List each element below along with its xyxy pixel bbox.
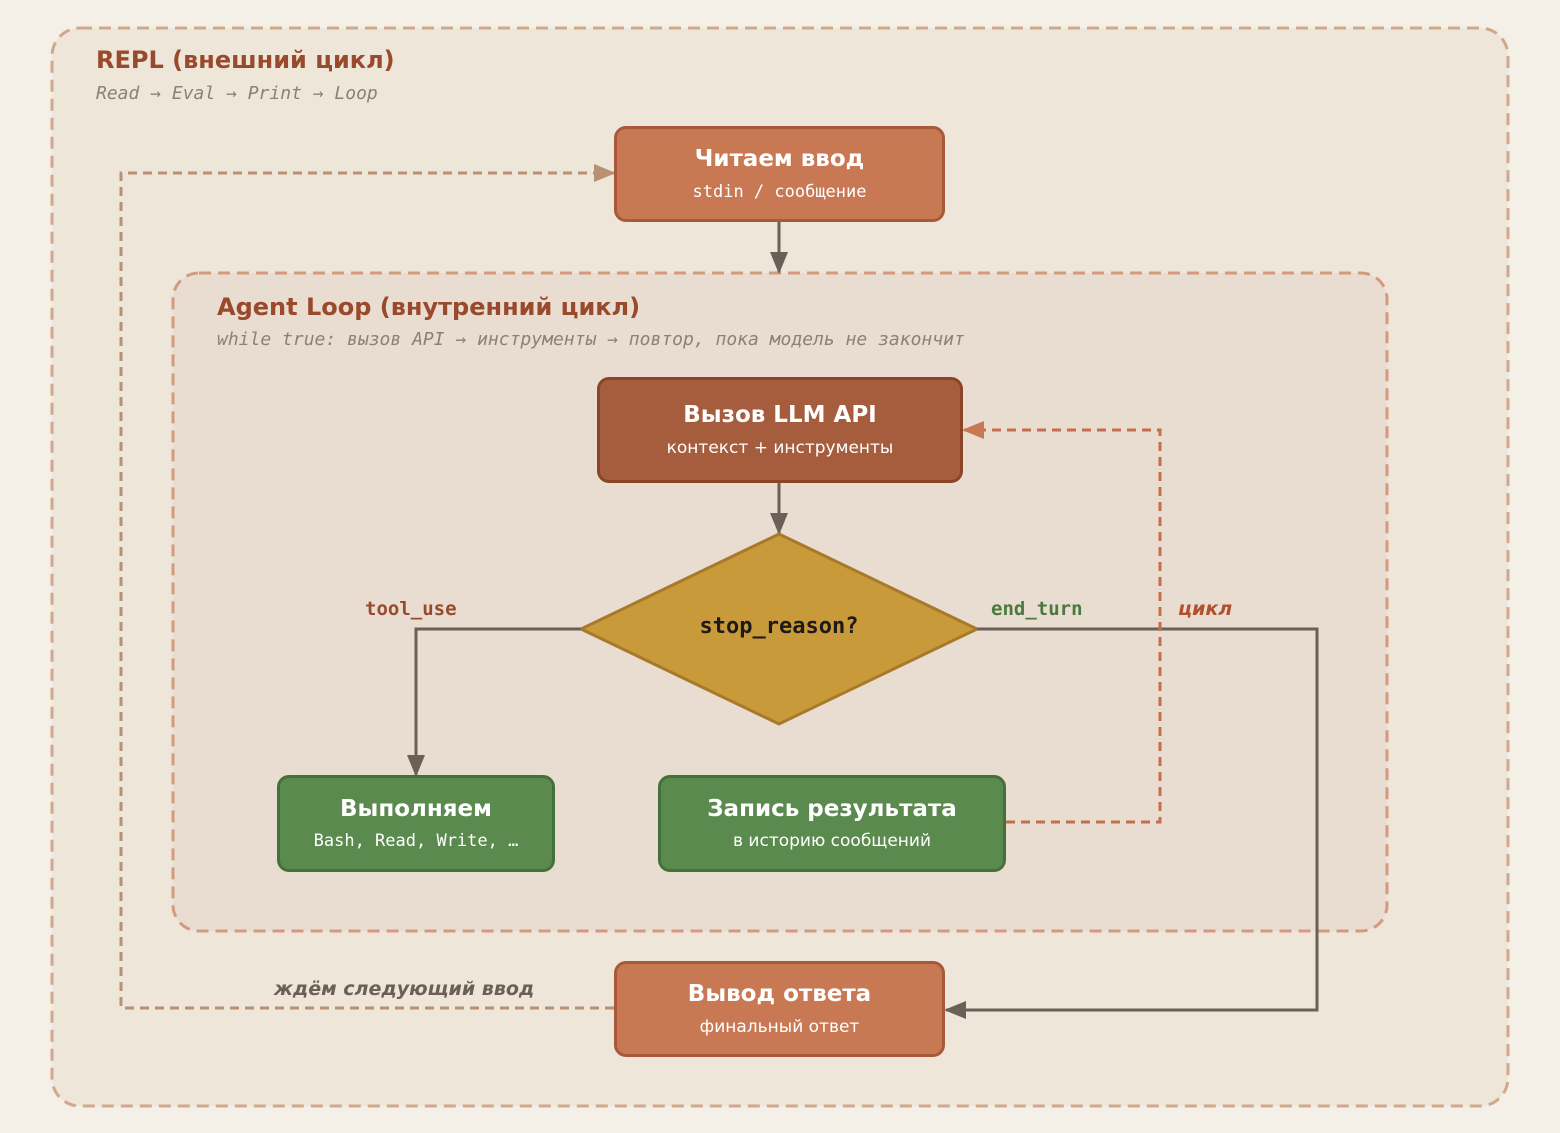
node-execute-subtitle: Bash, Read, Write, … [313, 831, 519, 852]
node-output-subtitle: финальный ответ [699, 1016, 860, 1037]
outer-frame-subtitle: Read → Eval → Print → Loop [96, 83, 378, 104]
arrow-cycle-loop [962, 421, 1162, 824]
node-llm-call-title: Вызов LLM API [683, 402, 877, 428]
node-output: Вывод ответа финальный ответ [614, 961, 945, 1057]
arrow-tool-use [407, 627, 581, 777]
decision-diamond [577, 532, 981, 726]
outer-frame-title: REPL (внешний цикл) [96, 46, 395, 74]
edge-label-cycle: цикл [1178, 598, 1233, 620]
inner-frame-subtitle: while true: вызов API → инструменты → по… [217, 329, 965, 350]
node-record-result-title: Запись результата [707, 795, 957, 822]
node-output-title: Вывод ответа [687, 981, 872, 1007]
node-read-input: Читаем ввод stdin / сообщение [614, 126, 945, 222]
node-llm-call-subtitle: контекст + инструменты [666, 437, 894, 458]
inner-frame-title: Agent Loop (внутренний цикл) [217, 293, 641, 321]
decision-label: stop_reason? [699, 614, 859, 639]
node-execute-title: Выполняем [340, 795, 492, 822]
node-llm-call: Вызов LLM API контекст + инструменты [597, 377, 963, 483]
arrow-end-turn [944, 627, 1319, 1019]
arrow-wait-next-input [119, 164, 616, 1010]
edge-label-wait-next: ждём следующий ввод [274, 978, 535, 1000]
node-record-result-subtitle: в историю сообщений [733, 831, 931, 852]
edge-label-end-turn: end_turn [991, 598, 1083, 620]
edge-label-tool-use: tool_use [365, 598, 457, 620]
node-read-input-title: Читаем ввод [694, 146, 865, 172]
node-read-input-subtitle: stdin / сообщение [692, 181, 867, 202]
node-record-result: Запись результата в историю сообщений [658, 775, 1006, 872]
node-execute: Выполняем Bash, Read, Write, … [277, 775, 555, 872]
